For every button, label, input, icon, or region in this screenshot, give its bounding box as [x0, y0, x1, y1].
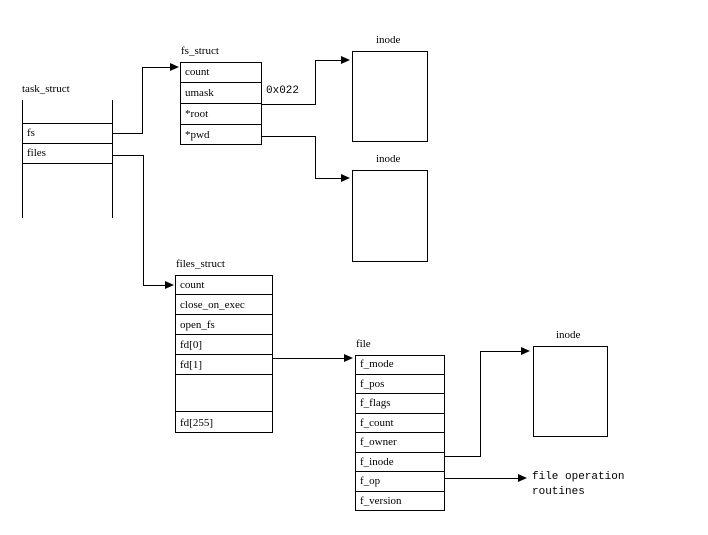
connector-f-inode-h1 [445, 456, 481, 457]
connector-files-v1 [143, 155, 144, 285]
connector-fd1-h1 [273, 358, 345, 359]
file-struct-field-f-owner[interactable]: f_owner [355, 433, 445, 453]
fs-struct-field-count[interactable]: count [180, 62, 262, 83]
fs-struct-field-pwd[interactable]: *pwd [185, 129, 210, 141]
connector-fs-v1 [142, 67, 143, 134]
file-struct-field-f-op[interactable]: f_op [355, 472, 445, 492]
file-struct-field-f-version[interactable]: f_version [360, 495, 402, 508]
connector-f-op-h1 [445, 478, 522, 479]
fs-struct-field-umask[interactable]: umask [180, 83, 262, 104]
file-operation-routines-line1: file operation [532, 471, 625, 483]
arrowhead-fs-to-fs-struct [170, 63, 179, 71]
umask-value-label: 0x022 [266, 85, 300, 97]
files-struct-title: files_struct [176, 258, 225, 270]
file-operation-routines-line2: routines [532, 486, 585, 498]
arrowhead-f-op-to-routines [518, 474, 527, 482]
files-struct-field-fd1[interactable]: fd[1] [175, 355, 273, 375]
connector-fs-h1 [113, 133, 143, 134]
files-struct-field-open-fs[interactable]: open_fs [175, 315, 273, 335]
connector-files-h2 [143, 285, 166, 286]
file-struct-box [355, 355, 445, 511]
task-struct-box [22, 100, 113, 218]
files-struct-field-gap [175, 375, 273, 412]
root-inode-box [352, 51, 428, 142]
file-inode-title: inode [556, 329, 581, 341]
files-struct-field-fd0[interactable]: fd[0] [175, 335, 273, 355]
arrowhead-f-inode-to-inode [521, 347, 530, 355]
task-struct-fs-top-border [22, 123, 113, 124]
connector-f-inode-v1 [480, 351, 481, 457]
file-struct-field-f-count[interactable]: f_count [355, 414, 445, 433]
arrowhead-root-to-inode [341, 56, 350, 64]
files-struct-field-fd255[interactable]: fd[255] [180, 416, 213, 429]
fs-struct-title: fs_struct [181, 45, 219, 57]
fs-struct-field-root[interactable]: *root [180, 104, 262, 125]
arrowhead-fd1-to-file [344, 354, 353, 362]
pwd-inode-box [352, 170, 428, 262]
connector-pwd-v1 [315, 136, 316, 179]
connector-root-h2 [315, 60, 342, 61]
connector-files-h1 [113, 155, 144, 156]
file-struct-field-f-inode[interactable]: f_inode [355, 453, 445, 472]
pwd-inode-title: inode [376, 153, 401, 165]
connector-f-inode-h2 [480, 351, 522, 352]
task-struct-fs-bottom-border [22, 143, 113, 144]
arrowhead-pwd-to-inode [341, 174, 350, 182]
file-struct-title: file [356, 338, 371, 350]
files-struct-field-count[interactable]: count [175, 275, 273, 295]
connector-pwd-h2 [315, 178, 342, 179]
connector-root-v1 [315, 60, 316, 105]
task-struct-field-fs[interactable]: fs [27, 127, 35, 139]
task-struct-title: task_struct [22, 83, 70, 95]
connector-pwd-h1 [262, 136, 316, 137]
file-struct-field-f-flags[interactable]: f_flags [355, 394, 445, 414]
file-inode-box [533, 346, 608, 437]
task-struct-field-files[interactable]: files [27, 147, 46, 159]
root-inode-title: inode [376, 34, 401, 46]
file-struct-field-f-mode[interactable]: f_mode [355, 355, 445, 375]
connector-fs-h2 [142, 67, 171, 68]
task-struct-files-bottom-border [22, 163, 113, 164]
connector-root-h1 [262, 104, 316, 105]
arrowhead-files-to-files-struct [165, 281, 174, 289]
files-struct-field-close-on-exec[interactable]: close_on_exec [175, 295, 273, 315]
file-struct-field-f-pos[interactable]: f_pos [355, 375, 445, 394]
